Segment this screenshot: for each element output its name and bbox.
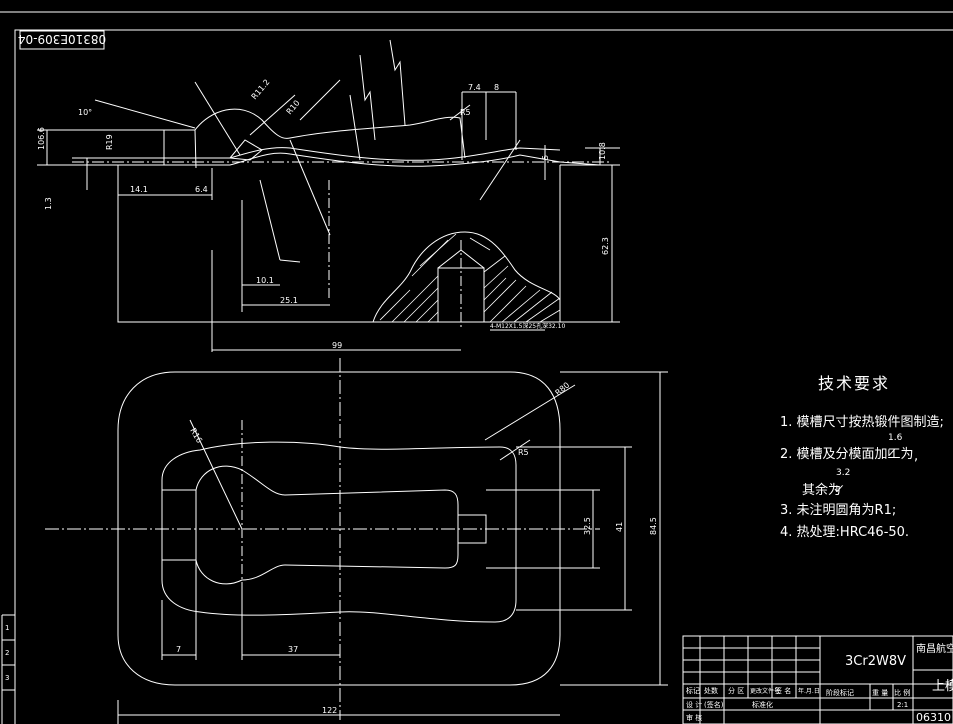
dim-108: 10.8: [598, 142, 607, 160]
dim-14: 14.1: [130, 185, 148, 194]
strip-3: 3: [5, 674, 9, 682]
dim-r16: R16: [188, 427, 204, 445]
dim-7: 7: [176, 645, 181, 654]
tech-comma: ,: [914, 449, 919, 464]
tb-code: 06310: [916, 711, 951, 724]
dim-22: 32.5: [583, 517, 592, 535]
dim-13: 1.3: [44, 197, 53, 210]
dim-37: 37: [288, 645, 298, 654]
tb-sign: 签 名: [775, 686, 791, 695]
roughness-rest-symbol: ⩗: [836, 481, 844, 496]
tb-review: 审 核: [686, 713, 702, 722]
tech-item-4: 4. 热处理:HRC46-50.: [780, 525, 910, 540]
dim-total-h: 84.5: [649, 517, 658, 535]
tb-design: 设 计: [686, 700, 702, 709]
title-block: [682, 635, 953, 724]
tb-change: 更改文件号: [750, 687, 780, 695]
dim-r112: R11.2: [250, 78, 272, 102]
roughness-rest: 3.2: [836, 468, 851, 478]
tech-item-2: 2. 模槽及分模面加工为: [780, 447, 914, 462]
tech-item-3: 3. 未注明圆角为R1;: [780, 503, 897, 518]
dim-r5b: R5: [518, 448, 529, 457]
dim-height: 62.3: [601, 237, 610, 255]
tb-date: 年.月.日: [798, 687, 820, 695]
tb-stage: 阶段标记: [826, 688, 854, 697]
roughness-main: 1.6: [888, 433, 903, 443]
dim-total-w: 122: [322, 706, 337, 715]
dim-6: 6.4: [195, 185, 208, 194]
dimension-labels: 10° 106.6 1.3 14.1 6.4 10.1 25.1 99 R11.…: [37, 78, 658, 715]
dim-r5: R5: [460, 108, 471, 117]
material: 3Cr2W8V: [845, 654, 906, 669]
tb-count: 处数: [704, 686, 718, 695]
tb-scale: 2:1: [897, 701, 908, 709]
tb-mark: 标记: [686, 686, 700, 695]
dim-101: 10.1: [256, 276, 274, 285]
dim-r80: R80: [554, 381, 572, 398]
dim-hole: 4-M12X1.5深25孔深32.10: [490, 322, 565, 330]
strip-1: 1: [5, 624, 9, 632]
tb-ratio: 比 例: [894, 688, 910, 697]
drawing-number-box: 08310E309-04: [18, 30, 106, 50]
left-strip: [2, 639, 15, 691]
drawing-border: [14, 29, 953, 724]
dim-r10: R10: [285, 98, 302, 116]
dim-251: 25.1: [280, 296, 298, 305]
hatch-lines: [379, 233, 561, 323]
tb-part: 上模: [932, 679, 953, 694]
tech-item-2b: 其余为: [802, 483, 842, 498]
drawing-number: 08310E309-04: [18, 32, 106, 46]
section-view: [37, 39, 620, 352]
dim-width: 99: [332, 341, 342, 350]
tb-weight: 重 量: [872, 689, 888, 697]
dim-5: 5: [541, 155, 550, 160]
roughness-main-symbol: ⩗: [888, 445, 896, 460]
tb-zone: 分 区: [728, 686, 744, 695]
dim-74: 7.4: [468, 83, 481, 92]
strip-2: 2: [5, 649, 9, 657]
dim-angle: 10°: [78, 108, 92, 117]
tb-org: 南昌航空: [916, 642, 953, 655]
dim-side: 41: [615, 522, 624, 532]
hatched-boss: [372, 231, 561, 323]
tb-signature: (签名): [704, 700, 724, 709]
dim-left: R19: [105, 134, 114, 150]
tb-standard: 标准化: [752, 700, 773, 709]
dim-106: 106.6: [37, 127, 46, 150]
tech-item-1: 1. 模槽尺寸按热锻件图制造;: [780, 415, 944, 430]
tech-title: 技术要求: [818, 374, 891, 393]
dim-8: 8: [494, 83, 499, 92]
plan-view: [45, 358, 668, 724]
